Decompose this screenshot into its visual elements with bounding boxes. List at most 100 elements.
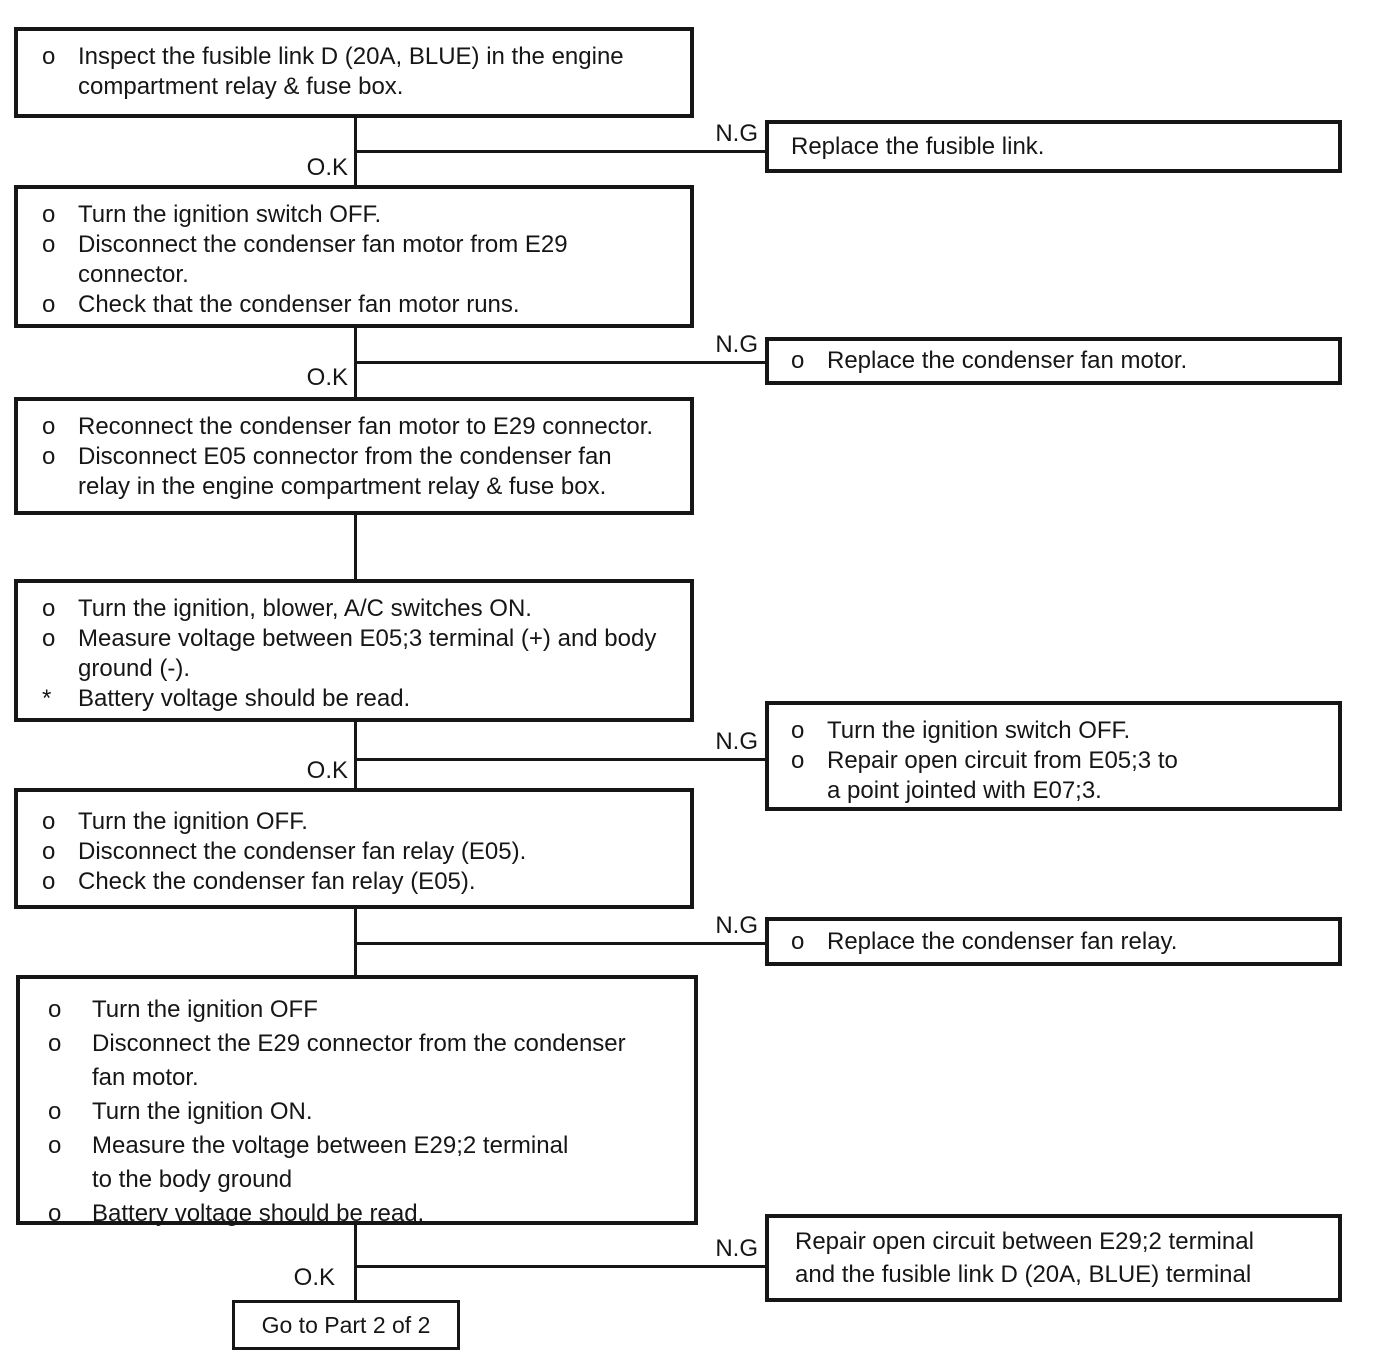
- step-text: Check that the condenser fan motor runs.: [78, 291, 520, 318]
- result-box-repair-open-circuit-e05: o Turn the ignition switch OFF. o Repair…: [765, 701, 1342, 811]
- step-line: o Disconnect E05 connector from the cond…: [18, 442, 690, 472]
- bullet: o: [48, 1098, 62, 1125]
- step-line: o Check the condenser fan relay (E05).: [18, 867, 690, 897]
- ok-label: O.K: [306, 154, 348, 181]
- bullet: o: [48, 1200, 62, 1227]
- step-text: Reconnect the condenser fan motor to E29…: [78, 413, 654, 440]
- result-line: o Replace the condenser fan motor.: [769, 346, 1338, 376]
- bullet: o: [42, 201, 56, 228]
- step-text: Turn the ignition OFF: [92, 996, 318, 1023]
- result-box-replace-fusible-link: Replace the fusible link.: [765, 120, 1342, 173]
- step-text: Disconnect the E29 connector from the co…: [92, 1030, 626, 1057]
- step-line: o Turn the ignition OFF: [20, 993, 694, 1027]
- result-box-replace-condenser-fan-relay: o Replace the condenser fan relay.: [765, 917, 1342, 966]
- bullet: o: [48, 1030, 62, 1057]
- bullet: o: [42, 413, 56, 440]
- step-line: o Measure voltage between E05;3 terminal…: [18, 624, 690, 654]
- step-line: fan motor.: [20, 1061, 694, 1095]
- bullet: [769, 1225, 795, 1258]
- result-line: a point jointed with E07;3.: [769, 776, 1338, 806]
- ng-label: N.G: [715, 120, 758, 147]
- step-line: o Reconnect the condenser fan motor to E…: [18, 412, 690, 442]
- bullet: o: [791, 927, 805, 955]
- bullet: o: [48, 1132, 62, 1159]
- step-text: Battery voltage should be read.: [92, 1200, 425, 1227]
- bullet: o: [42, 595, 56, 622]
- step-text: Disconnect the condenser fan motor from …: [78, 231, 568, 258]
- go-to-part-2-box: Go to Part 2 of 2: [232, 1300, 460, 1350]
- step-line: o Turn the ignition, blower, A/C switche…: [18, 594, 690, 624]
- result-line: Repair open circuit between E29;2 termin…: [769, 1225, 1338, 1258]
- step-text: ground (-).: [78, 655, 191, 682]
- step-line: connector.: [18, 260, 690, 290]
- bullet: [18, 72, 78, 102]
- bullet: *: [42, 685, 52, 712]
- step-text: Measure voltage between E05;3 terminal (…: [78, 625, 657, 652]
- result-box-replace-condenser-fan-motor: o Replace the condenser fan motor.: [765, 337, 1342, 385]
- step-text: Turn the ignition ON.: [92, 1098, 313, 1125]
- bullet: o: [791, 347, 805, 374]
- step-line: o Inspect the fusible link D (20A, BLUE)…: [18, 42, 690, 72]
- result-line: o Repair open circuit from E05;3 to: [769, 746, 1338, 776]
- step-line: * Battery voltage should be read.: [18, 684, 690, 714]
- step-line: o Disconnect the E29 connector from the …: [20, 1027, 694, 1061]
- step-box-reconnect-fan-motor: o Reconnect the condenser fan motor to E…: [14, 397, 694, 515]
- step-text: Measure the voltage between E29;2 termin…: [92, 1132, 569, 1159]
- result-box-repair-open-circuit-e29: Repair open circuit between E29;2 termin…: [765, 1214, 1342, 1302]
- result-text: and the fusible link D (20A, BLUE) termi…: [795, 1261, 1252, 1288]
- bullet: [20, 1061, 92, 1095]
- connector-line: [354, 942, 765, 945]
- connector-line: [354, 150, 765, 153]
- step-box-measure-voltage-e29: o Turn the ignition OFF o Disconnect the…: [16, 975, 698, 1227]
- bullet: o: [42, 808, 56, 835]
- step-line: o Measure the voltage between E29;2 term…: [20, 1129, 694, 1163]
- bullet: [18, 472, 78, 502]
- ok-label: O.K: [306, 364, 348, 391]
- bullet: o: [791, 747, 805, 774]
- step-text: relay in the engine compartment relay & …: [78, 473, 607, 500]
- connector-line: [354, 758, 765, 761]
- step-line: o Turn the ignition ON.: [20, 1095, 694, 1129]
- step-text: Turn the ignition switch OFF.: [78, 201, 382, 228]
- connector-line: [354, 361, 765, 364]
- step-line: compartment relay & fuse box.: [18, 72, 690, 102]
- result-text: Repair open circuit between E29;2 termin…: [795, 1228, 1254, 1255]
- result-line: o Replace the condenser fan relay.: [769, 927, 1338, 957]
- step-line: o Disconnect the condenser fan motor fro…: [18, 230, 690, 260]
- step-line: o Battery voltage should be read.: [20, 1197, 694, 1231]
- result-line: and the fusible link D (20A, BLUE) termi…: [769, 1258, 1338, 1291]
- result-text: Replace the condenser fan relay.: [827, 927, 1178, 955]
- bullet: o: [42, 231, 56, 258]
- bullet: o: [42, 43, 56, 70]
- ng-label: N.G: [715, 1235, 758, 1262]
- step-text: compartment relay & fuse box.: [78, 73, 404, 100]
- step-text: Disconnect E05 connector from the conden…: [78, 443, 612, 470]
- bullet: [18, 260, 78, 290]
- step-text: Disconnect the condenser fan relay (E05)…: [78, 838, 527, 865]
- bullet: o: [42, 838, 56, 865]
- step-text: fan motor.: [92, 1064, 199, 1091]
- step-text: connector.: [78, 261, 189, 288]
- bullet: o: [42, 291, 56, 318]
- step-box-measure-voltage-e05: o Turn the ignition, blower, A/C switche…: [14, 579, 694, 722]
- step-line: o Check that the condenser fan motor run…: [18, 290, 690, 320]
- step-line: o Disconnect the condenser fan relay (E0…: [18, 837, 690, 867]
- bullet: o: [42, 443, 56, 470]
- bullet: o: [48, 996, 62, 1023]
- ok-label: O.K: [293, 1264, 335, 1291]
- connector-line: [354, 514, 357, 581]
- step-text: Turn the ignition OFF.: [78, 808, 308, 835]
- bullet: [20, 1163, 92, 1197]
- bullet: o: [791, 717, 805, 744]
- ng-label: N.G: [715, 728, 758, 755]
- step-line: o Turn the ignition switch OFF.: [18, 200, 690, 230]
- result-text: Repair open circuit from E05;3 to: [827, 747, 1178, 774]
- result-text: Replace the condenser fan motor.: [827, 347, 1188, 374]
- bullet: o: [42, 868, 56, 895]
- ok-label: O.K: [306, 757, 348, 784]
- bullet: o: [42, 625, 56, 652]
- bullet: [769, 1258, 795, 1291]
- step-text: Battery voltage should be read.: [78, 685, 411, 712]
- bullet: [769, 132, 791, 162]
